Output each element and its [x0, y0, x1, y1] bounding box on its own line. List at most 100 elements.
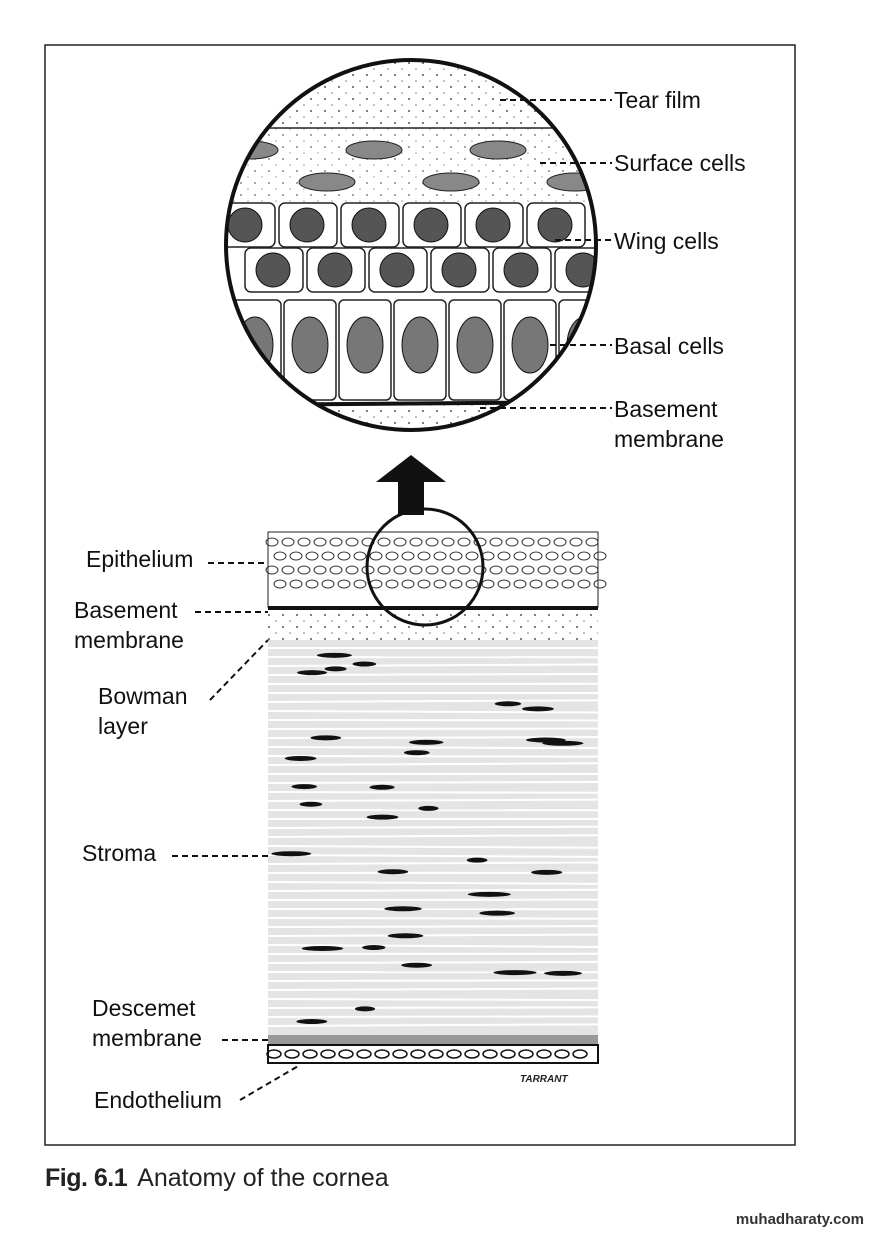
- bowman-layer: [268, 612, 598, 640]
- stromal-lamella: [267, 998, 599, 1002]
- corneal-section: [265, 531, 607, 1064]
- keratocyte: [466, 857, 488, 863]
- basal-cell: [338, 299, 392, 401]
- keratocyte: [354, 1006, 376, 1012]
- epithelial-cell: [521, 565, 535, 575]
- stromal-lamella: [267, 672, 599, 676]
- stromal-lamella: [267, 979, 599, 982]
- epithelial-cell: [281, 565, 295, 575]
- epithelial-cell: [513, 579, 527, 589]
- basal-cell-nucleus: [401, 316, 439, 374]
- wing-cell: [368, 247, 428, 293]
- basal-cell-nucleus: [511, 316, 549, 374]
- endothelial-cell: [482, 1049, 498, 1059]
- epithelial-cell: [561, 551, 575, 561]
- epithelial-cell: [489, 537, 503, 547]
- epithelial-cell: [529, 579, 543, 589]
- label-line: Bowman: [98, 683, 188, 709]
- keratocyte: [408, 739, 444, 745]
- epithelial-cell: [417, 551, 431, 561]
- stromal-lamella: [267, 861, 599, 865]
- epithelial-cell: [529, 551, 543, 561]
- keratocyte: [369, 784, 395, 790]
- wing-cell: [464, 202, 524, 248]
- epithelial-cell: [401, 579, 415, 589]
- epithelial-cell: [377, 565, 391, 575]
- surface-cell-nucleus: [422, 172, 480, 192]
- epithelial-cell: [337, 579, 351, 589]
- keratocyte: [531, 869, 563, 875]
- epithelial-cell: [337, 551, 351, 561]
- epithelial-cell: [569, 537, 583, 547]
- epithelial-cell: [265, 537, 279, 547]
- keratocyte: [316, 652, 352, 658]
- leader-lines: [172, 99, 612, 1101]
- wing-cell-nucleus: [475, 207, 511, 243]
- wing-cell: [430, 247, 490, 293]
- surface-cell-layer: [226, 128, 596, 203]
- epithelial-cell: [305, 551, 319, 561]
- wing-cell: [278, 202, 338, 248]
- stromal-lamella: [267, 917, 599, 920]
- epithelial-cell: [425, 565, 439, 575]
- label-line: membrane: [74, 627, 184, 653]
- epithelial-cell: [441, 537, 455, 547]
- keratocyte: [284, 755, 317, 761]
- epithelial-cell: [385, 579, 399, 589]
- stromal-lamella: [267, 987, 599, 991]
- endothelial-cell: [392, 1049, 408, 1059]
- stroma-under-basement: [226, 400, 596, 430]
- epithelial-cell: [457, 565, 471, 575]
- magnify-arrow-icon: [376, 455, 446, 515]
- surface-cell-nucleus: [345, 140, 403, 160]
- stromal-lamella: [267, 780, 599, 784]
- wing-cell: [526, 202, 586, 248]
- stromal-lamella: [267, 845, 599, 849]
- epithelial-cell: [585, 565, 599, 575]
- epithelial-cell: [545, 579, 559, 589]
- epithelial-cell: [465, 551, 479, 561]
- endothelial-cell: [428, 1049, 444, 1059]
- epithelial-cell: [369, 551, 383, 561]
- stromal-lamella: [267, 825, 599, 829]
- epithelial-cell: [497, 551, 511, 561]
- epithelial-cell: [577, 579, 591, 589]
- epithelial-cell: [505, 565, 519, 575]
- endothelial-cell: [302, 1049, 318, 1059]
- epithelial-cell: [273, 579, 287, 589]
- epithelial-cell: [289, 579, 303, 589]
- wing-cell: [402, 202, 462, 248]
- endothelial-cell: [500, 1049, 516, 1059]
- keratocyte: [384, 906, 422, 912]
- epithelial-cell: [377, 537, 391, 547]
- stromal-lamella: [267, 881, 599, 885]
- label-wing-cells: Wing cells: [614, 228, 719, 254]
- label-line: layer: [98, 713, 148, 739]
- wing-cell-nucleus: [503, 252, 539, 288]
- label-endothelium: Endothelium: [94, 1087, 222, 1113]
- keratocyte: [366, 814, 399, 820]
- label-line: membrane: [92, 1025, 202, 1051]
- wing-cell: [492, 247, 552, 293]
- artist-signature: TARRANT: [520, 1074, 568, 1085]
- epithelial-cell: [297, 565, 311, 575]
- keratocyte: [418, 805, 439, 811]
- epithelial-cell: [417, 579, 431, 589]
- label-line: Basement: [614, 396, 718, 422]
- epithelial-cell: [265, 565, 279, 575]
- keratocyte: [467, 891, 511, 897]
- epithelial-cell: [513, 551, 527, 561]
- label-stroma: Stroma: [82, 840, 157, 866]
- keratocyte: [522, 706, 554, 712]
- keratocyte: [525, 737, 566, 743]
- stromal-lamella: [267, 933, 599, 937]
- label-line: Basement: [74, 597, 178, 623]
- wing-cell-nucleus: [379, 252, 415, 288]
- keratocyte: [296, 1019, 328, 1025]
- epithelial-cell: [353, 551, 367, 561]
- epithelial-cell: [505, 537, 519, 547]
- keratocyte: [479, 910, 516, 916]
- epithelial-cell: [321, 551, 335, 561]
